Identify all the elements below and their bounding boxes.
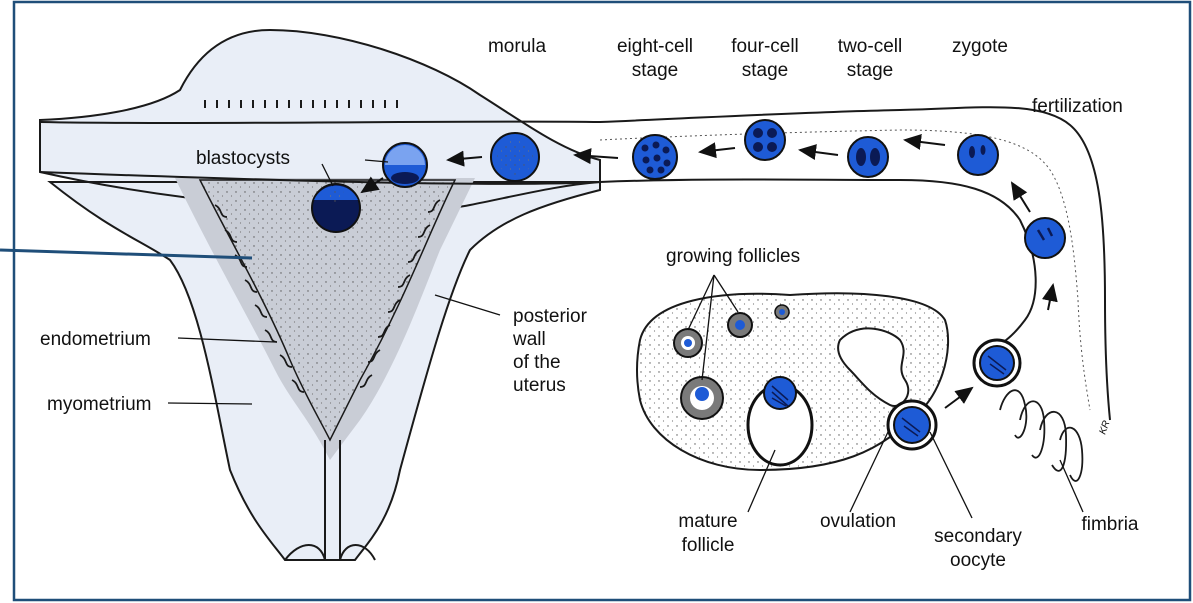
label-line: of the <box>513 352 561 373</box>
label-line: zygote <box>952 36 1008 57</box>
morula-cell <box>491 133 539 181</box>
label-fimbria: fimbria <box>1081 514 1138 535</box>
label-line: ovulation <box>820 511 896 532</box>
label-ovulation: ovulation <box>820 511 896 532</box>
label-line: myometrium <box>47 394 152 415</box>
label-line: stage <box>847 60 893 81</box>
label-line: stage <box>742 60 788 81</box>
label-line: four-cell <box>731 36 799 57</box>
growing-follicle-3 <box>775 305 789 319</box>
label-growing-follicles: growing follicles <box>666 246 800 267</box>
blastocyst-1 <box>383 143 427 187</box>
label-line: endometrium <box>40 329 151 350</box>
two-cell-stage-cell <box>848 137 888 177</box>
ovulation-oocyte <box>888 401 936 449</box>
fertilization-cell <box>1025 218 1065 258</box>
growing-follicle-2 <box>728 313 752 337</box>
secondary-oocyte-cell <box>974 340 1020 386</box>
label-line: follicle <box>682 535 735 556</box>
label-zygote: zygote <box>952 36 1008 57</box>
label-line: growing follicles <box>666 246 800 267</box>
growing-follicle-4 <box>681 377 723 419</box>
zygote-cell <box>958 135 998 175</box>
label-fertilization: fertilization <box>1032 96 1123 117</box>
label-line: stage <box>632 60 678 81</box>
label-line: morula <box>488 36 547 57</box>
growing-follicle-1 <box>674 329 702 357</box>
label-line: blastocysts <box>196 148 290 169</box>
label-line: mature <box>678 511 737 532</box>
label-line: two-cell <box>838 36 902 57</box>
blastocyst-2 <box>312 184 360 232</box>
label-myometrium: myometrium <box>47 394 152 415</box>
label-line: secondary <box>934 526 1022 547</box>
eight-cell-stage-cell <box>633 135 677 179</box>
label-line: eight-cell <box>617 36 693 57</box>
label-line: posterior <box>513 306 588 327</box>
label-line: wall <box>512 329 546 350</box>
label-line: uterus <box>513 375 566 396</box>
label-line: oocyte <box>950 550 1006 571</box>
label-line: fertilization <box>1032 96 1123 117</box>
label-endometrium: endometrium <box>40 329 151 350</box>
label-morula: morula <box>488 36 547 57</box>
label-blastocysts: blastocysts <box>196 148 290 169</box>
label-line: fimbria <box>1081 514 1138 535</box>
four-cell-stage-cell <box>745 120 785 160</box>
